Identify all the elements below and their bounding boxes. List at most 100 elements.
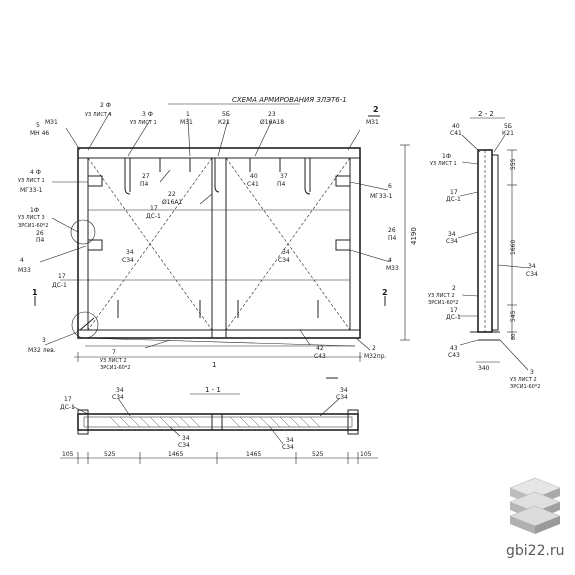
s2-label-2-sheet: УЗ ЛИСТ 2 [428, 293, 455, 299]
dim-105-right: 105 [360, 451, 372, 458]
label-5-mn46: МН 46 [30, 130, 49, 137]
plate-left-upper [87, 175, 103, 187]
label-42-c43: С43 [314, 353, 326, 360]
label-2f-sheet: УЗ ЛИСТ 4 [85, 112, 112, 118]
label-3-m32: М32 лев. [28, 347, 56, 354]
label-4-right-m33: М33 [386, 265, 399, 272]
loop-3 [304, 158, 311, 195]
label-4-m33: М33 [18, 267, 31, 274]
s1-label-17-ds: ДС-1 [60, 404, 75, 411]
section-2-2-flange [491, 154, 499, 331]
diagonal-right-b [225, 157, 351, 331]
s2-label-34: 34 [448, 231, 456, 238]
s2-label-2: 2 [452, 285, 456, 292]
stacked-slabs-logo [509, 477, 561, 534]
s1-label-34a: 34 [116, 387, 124, 394]
s1-label-34d-c34: С34 [336, 394, 348, 401]
diagonal-left-b [87, 157, 213, 331]
section-1-1-end-right [347, 409, 359, 435]
s2-label-1f: 1Ф [442, 153, 451, 160]
s2-label-3-sheet: УЗ ЛИСТ 2 [510, 377, 537, 383]
s2-label-17b: 17 [450, 307, 458, 314]
s2-label-3: 3 [530, 369, 534, 376]
leader-lines [39, 111, 391, 351]
label-40: 40 [250, 173, 258, 180]
label-34-right: 34 [282, 249, 290, 256]
s2-label-40: 40 [452, 123, 460, 130]
label-2f: 2 Ф [100, 102, 111, 109]
section-1-1-title: 1 - 1 [205, 386, 221, 394]
label-40-c41: С41 [247, 181, 259, 188]
label-4-right: 4 [388, 257, 392, 264]
label-26-right-p4: П4 [388, 235, 397, 242]
s1-label-34d: 34 [340, 387, 348, 394]
label-23: 23 [268, 111, 276, 118]
s1-label-34a-c34: С34 [112, 394, 124, 401]
label-1: 1 [186, 111, 190, 118]
s1-label-34c: 34 [286, 437, 294, 444]
label-22-dia: Ø16A1 [162, 199, 182, 206]
label-m31-left: М31 [45, 119, 58, 126]
label-17-ds: ДС-1 [52, 282, 67, 289]
label-27-p4: П4 [140, 181, 149, 188]
dim-545: 545 [510, 310, 517, 322]
label-2-m32: М32пр. [364, 353, 387, 360]
dim-80: 80 [511, 334, 517, 340]
s1-label-17: 17 [64, 396, 72, 403]
dim-525-right: 525 [312, 451, 324, 458]
plate-right-mid [335, 239, 351, 251]
drawing-title: СХЕМА АРМИРОВАНИЯ ЗЛЭТ6-1 [232, 96, 347, 104]
label-17: 17 [58, 273, 66, 280]
label-3f: 3 Ф [142, 111, 153, 118]
section-2-2: 2 - 2 555 1660 545 80 340 [428, 110, 540, 390]
corner-bar-left [79, 317, 95, 331]
label-4f: 4 Ф [30, 169, 41, 176]
loop-1 [124, 158, 131, 195]
main-annotations: 2 Ф УЗ ЛИСТ 4 3 Ф УЗ ЛИСТ 1 1 М31 5Б К21… [18, 102, 399, 371]
section-1-1-body [77, 413, 359, 431]
label-m31-right: М31 [366, 119, 379, 126]
cut-1-right: 2 [382, 288, 388, 297]
label-7-zr: ЗРСИ1-60*2 [100, 365, 130, 371]
label-22: 22 [168, 191, 176, 198]
plate-right-upper [335, 175, 351, 187]
label-7: 7 [112, 349, 116, 356]
detail-circle-bottom-left [71, 311, 99, 339]
label-1f: 1Ф [30, 207, 39, 214]
watermark-text: gbi22.ru [506, 543, 565, 559]
label-1-m31: М31 [180, 119, 193, 126]
label-6-mg: МГ33-1 [370, 193, 393, 200]
label-26: 26 [36, 230, 44, 237]
label-3f-sheet: УЗ ЛИСТ 1 [130, 120, 157, 126]
label-6: 6 [388, 183, 392, 190]
detail-circle-left [70, 219, 96, 245]
label-5b-k21: К21 [218, 119, 230, 126]
section-2-2-title: 2 - 2 [478, 110, 494, 118]
label-5: 5 [36, 122, 40, 129]
s2-label-34r: 34 [528, 263, 536, 270]
plate-left-mid [87, 239, 103, 251]
s1-label-34b: 34 [182, 435, 190, 442]
s2-label-43-c43: С43 [448, 352, 460, 359]
dim-height-value: 4190 [410, 227, 418, 245]
section-1-1: 1 - 1 [60, 386, 378, 464]
dim-340: 340 [478, 365, 490, 372]
label-17-mid: 17 [150, 205, 158, 212]
label-37: 37 [280, 173, 288, 180]
label-4f-mg: МГ33-1 [20, 187, 43, 194]
dim-1660: 1660 [510, 240, 517, 255]
label-7-sheet: УЗ ЛИСТ 2 [100, 358, 127, 364]
label-26-right: 26 [388, 227, 396, 234]
s2-label-3-zr: ЗРСИ1-60*2 [510, 384, 540, 390]
label-2: 2 [372, 345, 376, 352]
s2-label-2-zr: ЗРСИ1-60*2 [428, 300, 458, 306]
label-5b: 5Б [222, 111, 230, 118]
cut-2-top: 2 [373, 105, 379, 114]
label-1f-sheet: УЗ ЛИСТ 3 [18, 215, 45, 221]
dim-555: 555 [510, 158, 517, 170]
label-4f-sheet: УЗ ЛИСТ 1 [18, 178, 45, 184]
section-1-1-end-left [77, 409, 89, 435]
label-23-dia: Ø16A18 [260, 119, 284, 126]
s2-label-5b-k21: К21 [502, 130, 514, 137]
